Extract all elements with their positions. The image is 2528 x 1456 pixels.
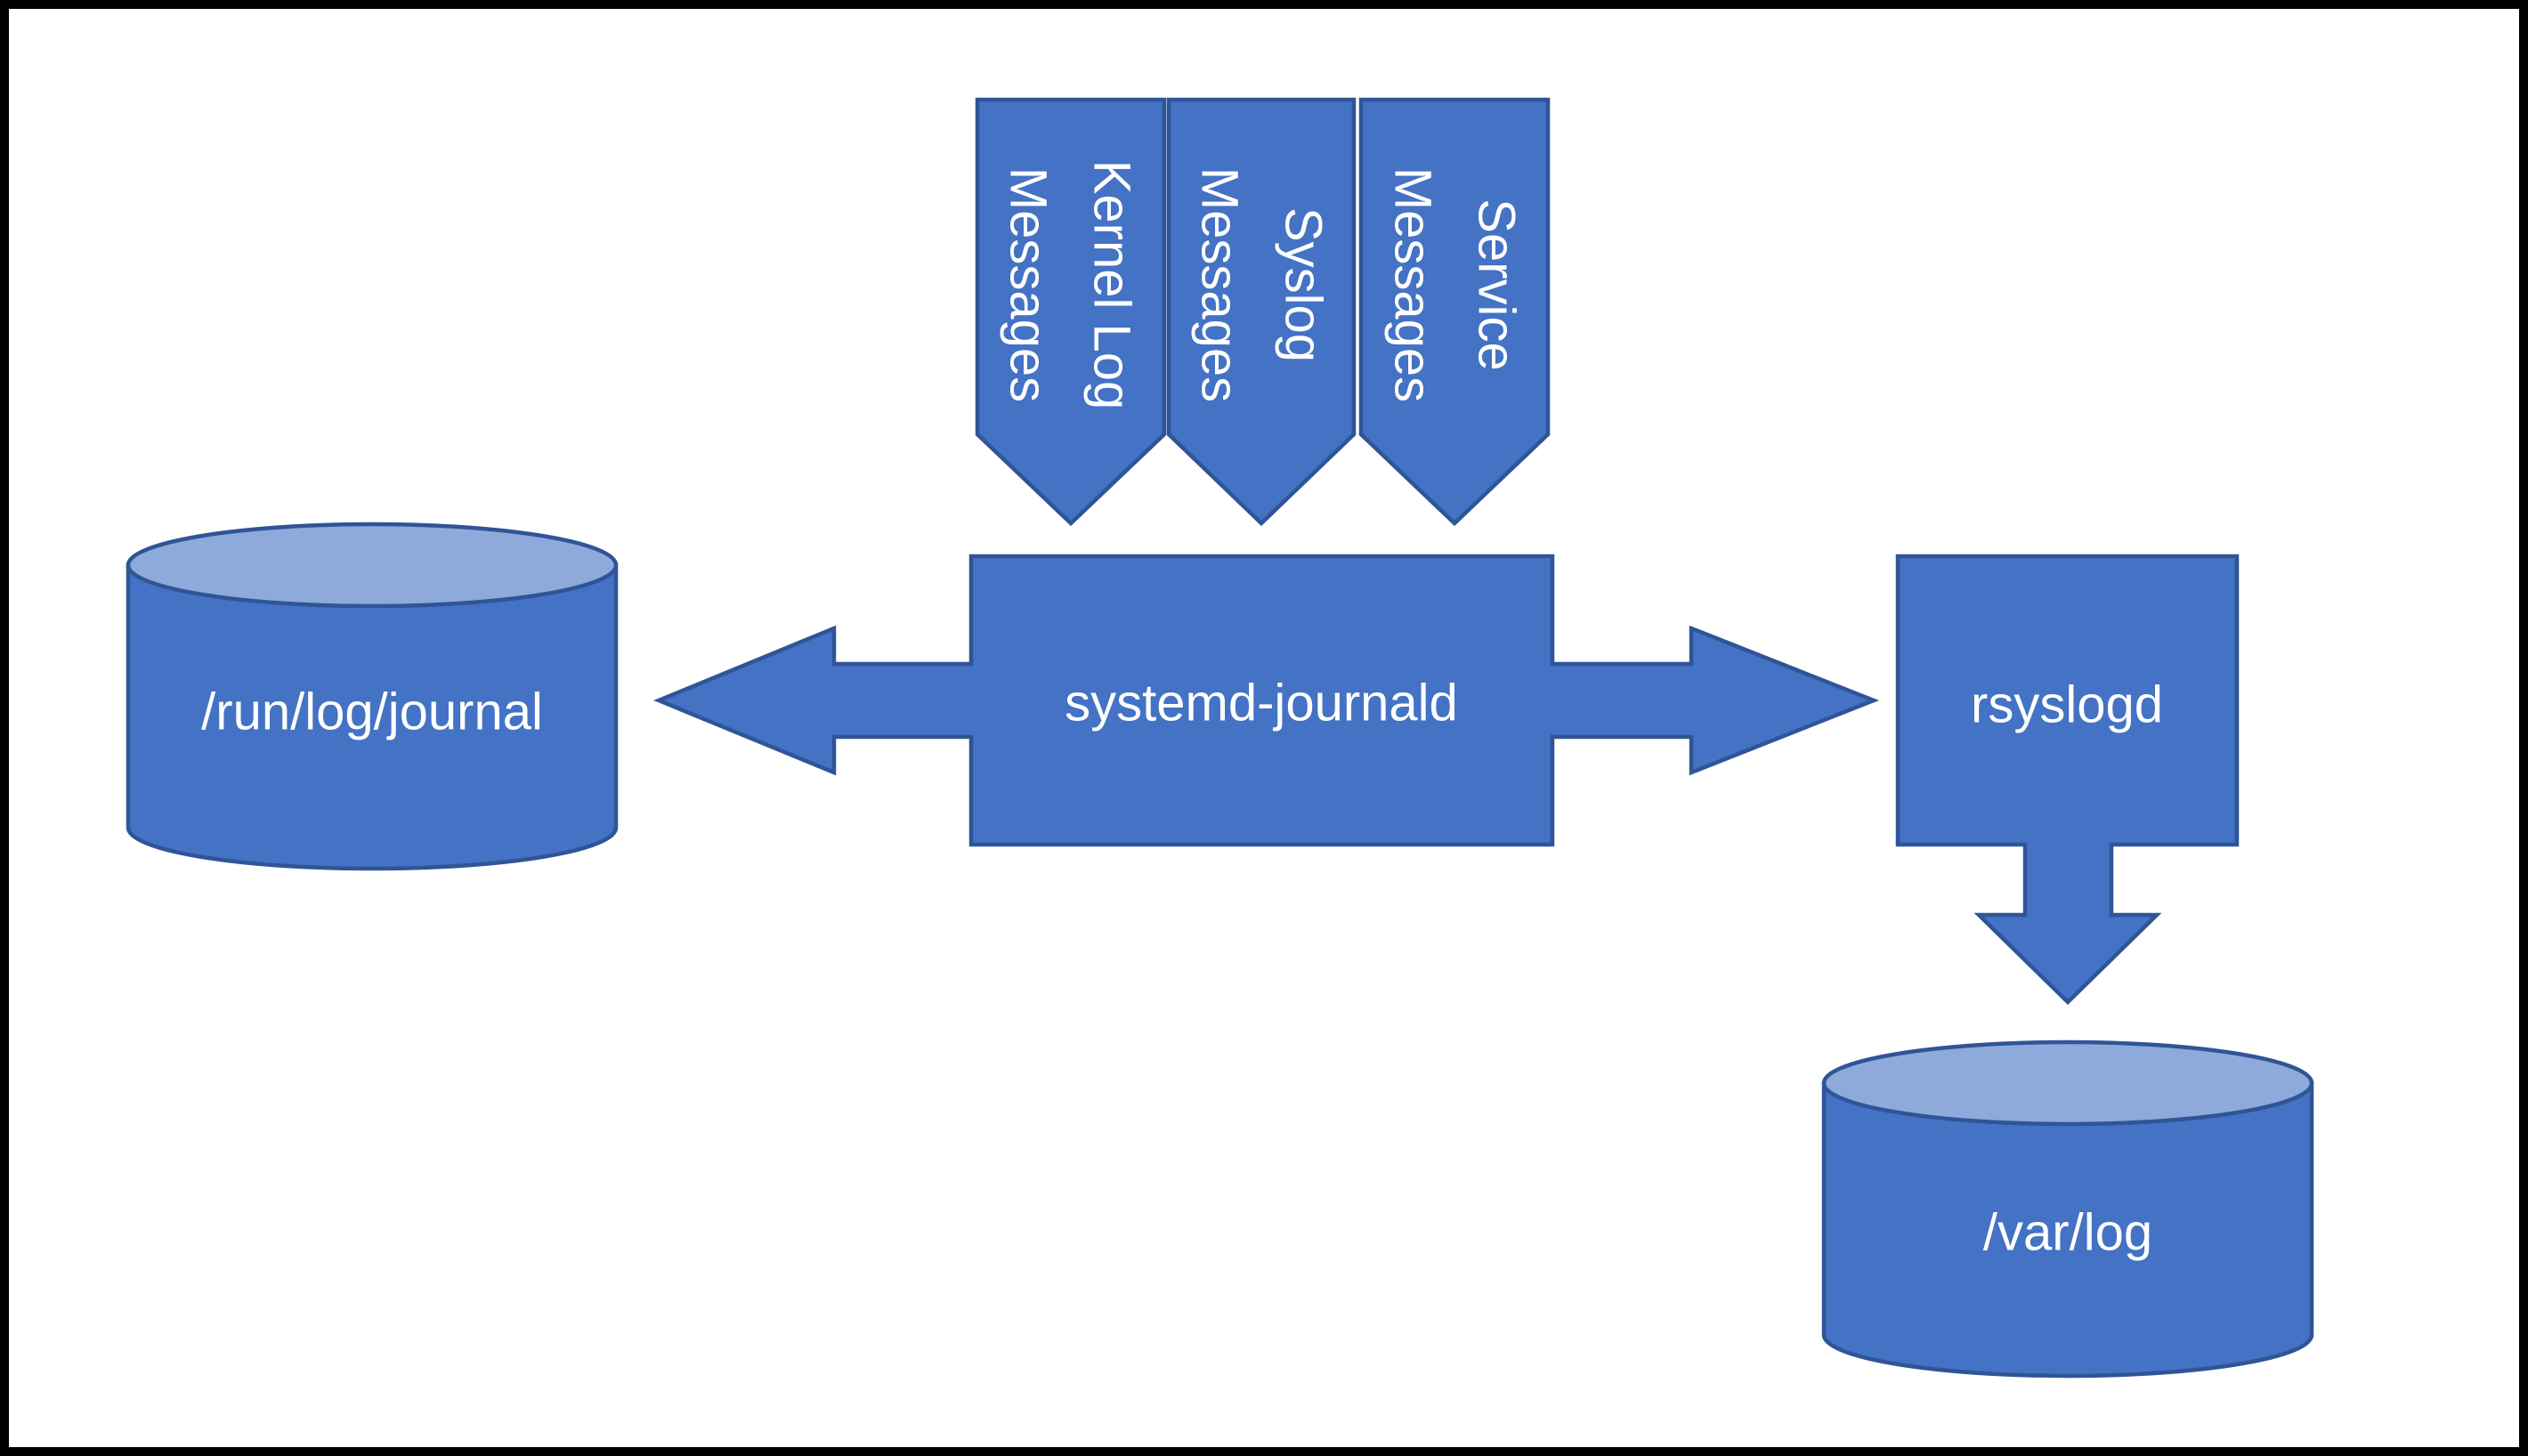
run-log-journal-cylinder-body [126,562,619,871]
input-arrow-service-label-line2: Messages [1384,167,1442,402]
var-log-cylinder-body [1821,1080,2314,1379]
var-log-label: /var/log [1983,1204,2152,1262]
journald-box-with-arrows [653,554,1880,847]
rsyslogd-box-with-down-arrow [1895,554,2240,1006]
input-arrow-service-label-line1: Service [1468,198,1526,370]
input-arrow-syslog-label-line1: Syslog [1275,207,1333,362]
rsyslogd-label: rsyslogd [1971,676,2163,734]
input-arrow-syslog-label-line2: Messages [1191,167,1249,402]
input-arrow-syslog-messages [1166,97,1357,527]
run-log-journal-cylinder-top [126,522,619,609]
input-arrow-kernel-label-line1: Kernel Log [1083,160,1141,410]
input-arrow-service-messages [1358,97,1551,527]
input-arrow-kernel-log-messages [975,97,1167,527]
journald-label: systemd-journald [1065,675,1458,732]
run-log-journal-label: /run/log/journal [201,684,543,741]
var-log-cylinder-top [1821,1039,2314,1127]
input-arrow-kernel-label-line2: Messages [1000,167,1057,402]
